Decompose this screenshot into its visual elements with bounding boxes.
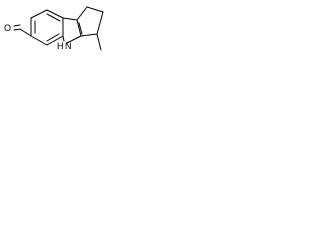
carbonyl-double-bond bbox=[13, 24, 21, 27]
chemical-structure: O N H bbox=[4, 6, 104, 51]
oxygen-atom-label: O bbox=[4, 23, 11, 33]
benzene-double-bond bbox=[46, 33, 60, 42]
carbonyl-bond bbox=[13, 28, 21, 31]
cyclopentane-bond bbox=[86, 6, 104, 13]
hydrogen-atom-label: H bbox=[57, 41, 64, 51]
cyclopentane-bond bbox=[80, 33, 98, 37]
benzene-bond bbox=[30, 9, 48, 19]
benzene-bond bbox=[46, 9, 64, 19]
benzene-bond bbox=[46, 35, 64, 46]
nitrogen-atom-label: N bbox=[65, 41, 72, 51]
pyrrole-bond bbox=[66, 35, 82, 44]
methyl-bond bbox=[96, 33, 102, 51]
bond-lines bbox=[13, 6, 104, 51]
benzene-bond bbox=[30, 35, 48, 46]
aldehyde-bond bbox=[19, 28, 32, 37]
cyclopentane-bond bbox=[76, 6, 88, 21]
pyrrole-bond bbox=[62, 35, 65, 42]
pyrrole-bond bbox=[76, 19, 82, 37]
molecule-canvas: O N H bbox=[0, 0, 118, 69]
pyrrole-double-bond bbox=[78, 22, 83, 35]
cyclopentane-bond bbox=[96, 11, 104, 35]
benzene-double-bond bbox=[46, 13, 61, 22]
pyrrole-bond bbox=[62, 17, 78, 21]
